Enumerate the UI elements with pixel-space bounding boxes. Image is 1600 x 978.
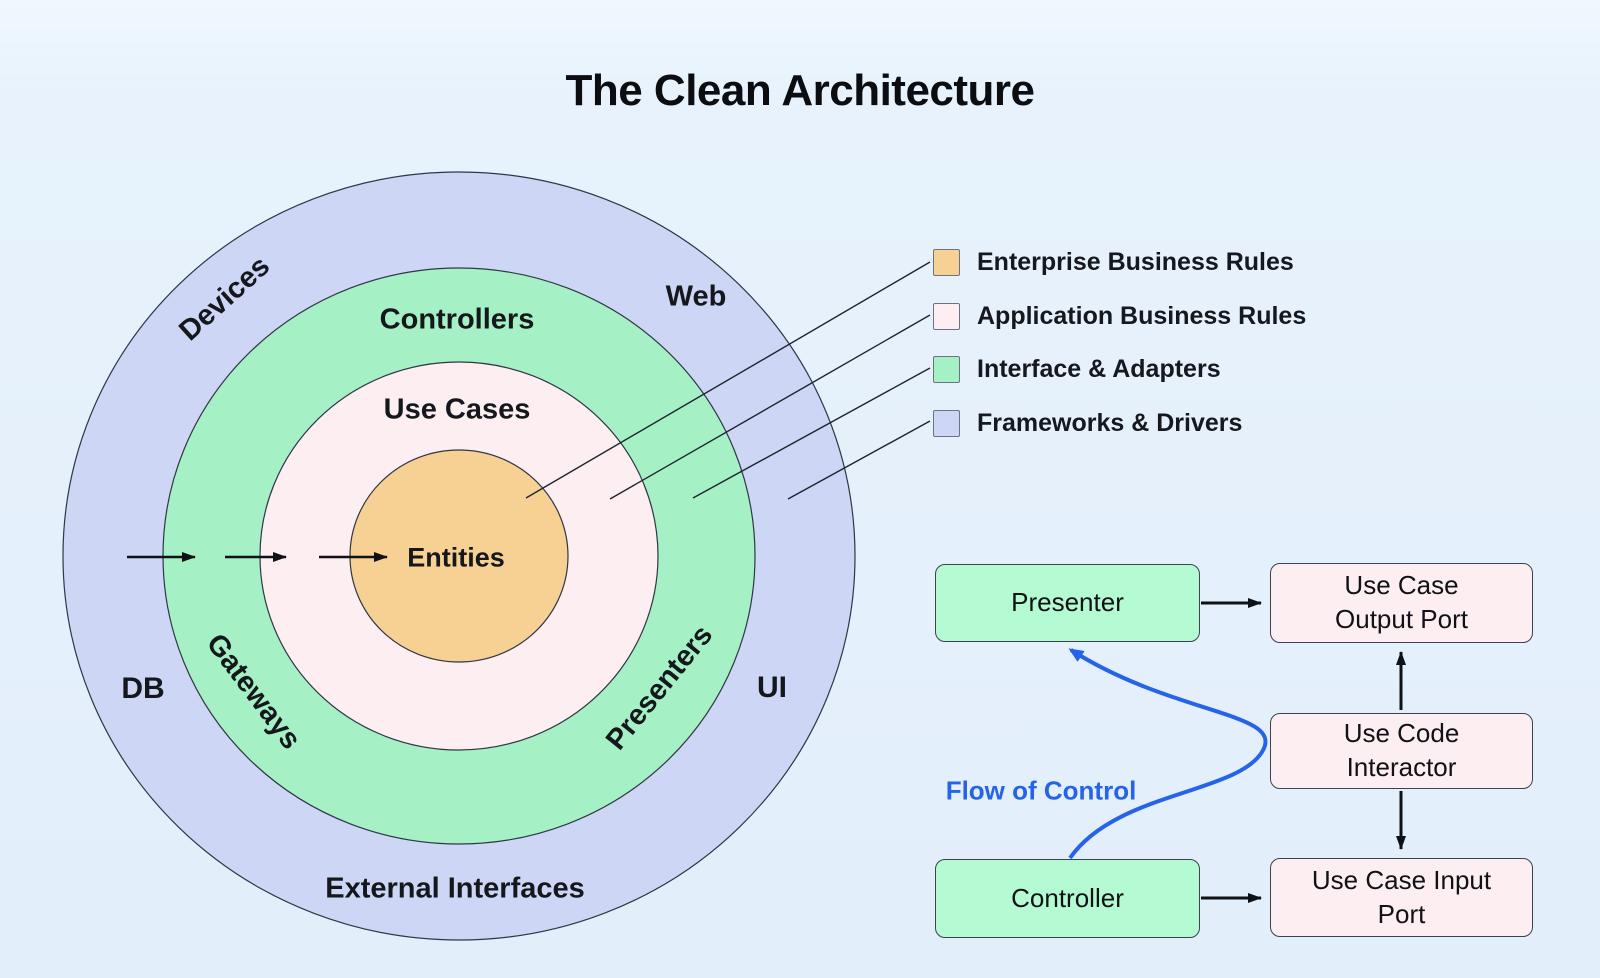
ring-label-db: DB — [121, 672, 165, 705]
flow-box-use-code-interactor-label: Use Code Interactor — [1343, 718, 1460, 782]
legend-label-application: Application Business Rules — [977, 302, 1307, 330]
ring-label-ui: UI — [757, 671, 787, 704]
legend-swatch-interface-icon — [933, 356, 960, 383]
legend-connector-frameworks — [787, 420, 931, 500]
flow-box-use-case-input-port-label: Use Case Input Port — [1311, 864, 1492, 929]
flow-box-use-case-input-port: Use Case Input Port — [1270, 858, 1533, 937]
flow-box-use-code-interactor: Use Code Interactor — [1270, 713, 1533, 789]
flow-box-use-case-output-port: Use Case Output Port — [1270, 563, 1533, 643]
legend-label-interface: Interface & Adapters — [977, 355, 1221, 383]
flow-box-controller-label: Controller — [1011, 882, 1124, 913]
ring-label-web: Web — [665, 280, 727, 313]
flow-of-control-curve — [1068, 648, 1268, 860]
flow-box-use-case-output-port-label: Use Case Output Port — [1335, 570, 1468, 634]
legend-swatch-frameworks-icon — [933, 410, 960, 437]
legend-item-frameworks: Frameworks & Drivers — [933, 409, 1243, 437]
legend-connector-application — [609, 314, 931, 500]
ring-label-controllers: Controllers — [379, 303, 535, 336]
legend-item-enterprise: Enterprise Business Rules — [933, 248, 1294, 276]
flow-box-controller: Controller — [935, 859, 1200, 938]
legend-label-frameworks: Frameworks & Drivers — [977, 409, 1243, 437]
legend-item-application: Application Business Rules — [933, 302, 1307, 330]
ring-label-external-interfaces: External Interfaces — [325, 872, 585, 905]
ring-label-use-cases: Use Cases — [383, 393, 531, 426]
flow-of-control-label: Flow of Control — [945, 775, 1137, 806]
ring-label-entities: Entities — [407, 542, 505, 573]
legend-connector-interface — [692, 367, 931, 499]
legend-item-interface: Interface & Adapters — [933, 355, 1221, 383]
legend-swatch-application-icon — [933, 303, 960, 330]
legend-label-enterprise: Enterprise Business Rules — [977, 248, 1294, 276]
legend-swatch-enterprise-icon — [933, 249, 960, 276]
flow-box-presenter: Presenter — [935, 564, 1200, 642]
legend-connector-enterprise — [525, 261, 931, 499]
flow-box-presenter-label: Presenter — [1011, 587, 1124, 618]
page-title: The Clean Architecture — [565, 66, 1035, 115]
